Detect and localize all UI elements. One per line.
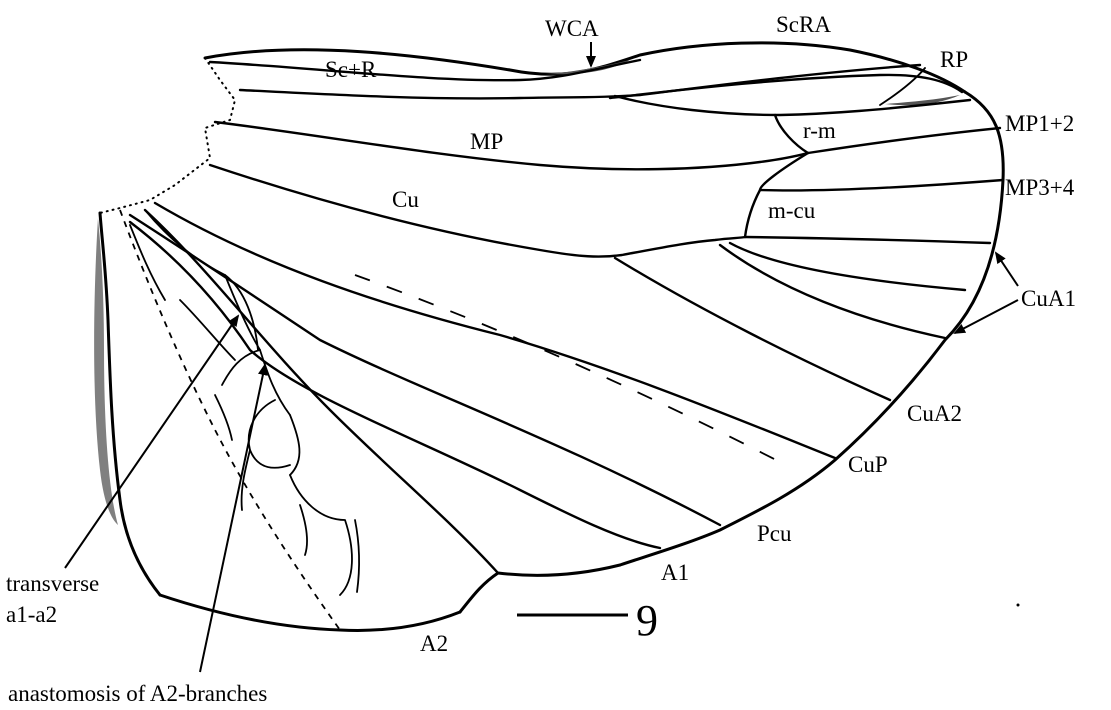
vein-a2-stem [144, 209, 259, 351]
vein-a2-branch7 [179, 299, 236, 361]
speck [1016, 603, 1020, 607]
vein-r-m [773, 113, 810, 155]
apical-margin [618, 90, 1005, 567]
label-a1: A1 [661, 560, 689, 585]
vein-cu [208, 163, 747, 258]
label-mp: MP [470, 129, 503, 154]
vein-a2-branch8 [214, 394, 233, 441]
basal-lobe-margin [98, 211, 162, 597]
label-mp3-4: MP3+4 [1005, 175, 1075, 200]
vein-mp1-2 [806, 126, 1002, 155]
vein-a2-branch6 [240, 449, 251, 511]
vein-a2-branch4 [221, 349, 261, 386]
jugal-margin [158, 593, 462, 632]
vein-a2-branch1 [224, 274, 291, 416]
vein-cup [128, 213, 722, 527]
vein-cua2 [613, 256, 892, 402]
vein-cua1-upper [743, 235, 992, 245]
label-wca: WCA [545, 16, 599, 41]
vein-a2-branch10 [299, 504, 308, 556]
label-anastomosis: anastomosis of A2-branches [8, 681, 267, 706]
basal-stipple [94, 218, 118, 525]
rp-shaded-area [885, 95, 960, 106]
vein-m-cu [743, 188, 762, 239]
label-scra: ScRA [776, 12, 831, 37]
vein-jugal [129, 224, 166, 301]
vein-cua1-lower [718, 243, 947, 340]
fold-line [354, 274, 781, 463]
label-sc-r: Sc+R [325, 57, 377, 82]
label-a2: A2 [420, 631, 448, 656]
vein-mp [213, 120, 810, 171]
cua1-pointer-upper [994, 251, 1019, 287]
vein-a2-branch3 [289, 474, 353, 596]
vein-cu-posterior [153, 201, 837, 460]
label-m-cu: m-cu [768, 198, 816, 223]
label-cua2: CuA2 [907, 401, 962, 426]
label-mp1-2: MP1+2 [1005, 111, 1074, 136]
transverse-pointer [64, 314, 240, 569]
vein-mp3-4 [758, 151, 1005, 192]
vein-rp-branch [879, 67, 926, 106]
vein-rp [608, 73, 964, 100]
vein-cua1-mid [728, 241, 967, 292]
costal-margin [203, 41, 967, 94]
vein-a1 [143, 208, 500, 575]
vein-a2-branch9 [354, 519, 360, 593]
label-transverse-1: transverse [6, 571, 99, 596]
label-cup: CuP [848, 452, 888, 477]
vein-scra [238, 63, 922, 100]
label-transverse-2: a1-a2 [6, 602, 57, 627]
vein-sc-r [208, 58, 642, 82]
label-r-m: r-m [803, 118, 836, 143]
vein-pcu [128, 220, 662, 550]
label-rp: RP [940, 47, 968, 72]
broken-base [99, 57, 237, 214]
anal-margin [458, 563, 622, 614]
label-cu: Cu [392, 187, 419, 212]
anastomosis-pointer [199, 363, 268, 673]
jugal-fold [119, 209, 341, 631]
label-cua1: CuA1 [1021, 286, 1076, 311]
figure-number: 9 [636, 596, 658, 645]
vein-r-lower [613, 94, 972, 117]
cua1-pointer-lower [953, 299, 1019, 334]
label-pcu: Pcu [757, 521, 792, 546]
vein-a2-branch2 [289, 414, 301, 476]
